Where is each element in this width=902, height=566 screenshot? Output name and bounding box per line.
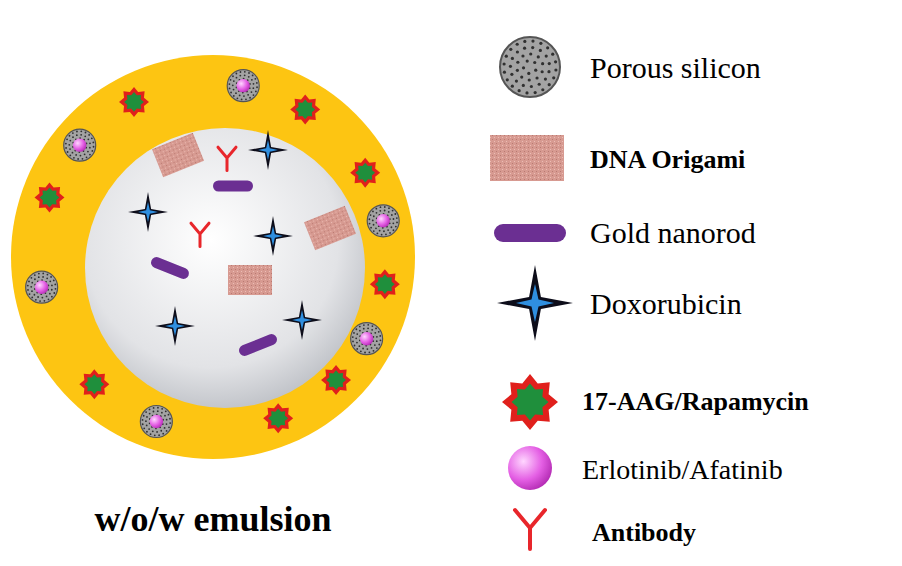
doxorubicin-star [248, 130, 288, 170]
17aag-star [321, 365, 351, 395]
doxorubicin-star [128, 192, 168, 232]
dna-origami [152, 133, 204, 177]
17aag-star [263, 403, 293, 433]
porous-silicon [500, 37, 560, 97]
17aag-star [119, 87, 149, 117]
legend-label: Porous silicon [590, 51, 761, 84]
legend-label: Doxorubicin [590, 287, 742, 320]
gold-nanorod [237, 332, 278, 357]
porous-silicon [64, 129, 96, 161]
porous-silicon [26, 271, 58, 303]
antibody-symbol [191, 223, 209, 246]
17aag-star [370, 269, 400, 299]
17aag-star [502, 374, 558, 430]
erlotinib-sphere [508, 446, 552, 490]
porous-silicon [351, 323, 383, 355]
doxorubicin-star [282, 300, 322, 340]
porous-silicon [227, 70, 259, 102]
doxorubicin-star [497, 265, 573, 341]
figure-caption: w/o/w emulsion [94, 500, 331, 540]
antibody-symbol [515, 510, 545, 549]
porous-silicon [140, 406, 172, 438]
doxorubicin-star [155, 306, 195, 346]
legend-label: Erlotinib/Afatinib [582, 455, 783, 486]
dna-origami [228, 265, 272, 295]
doxorubicin-star [253, 216, 293, 256]
porous-silicon [367, 205, 399, 237]
oil-shell [11, 55, 415, 459]
17aag-star [34, 182, 64, 212]
dna-origami [304, 206, 356, 250]
17aag-star [290, 94, 320, 124]
17aag-star [79, 369, 109, 399]
legend-label: Gold nanorod [590, 216, 756, 249]
gold-nanorod [494, 224, 566, 242]
17aag-star [350, 158, 380, 188]
legend-label: DNA Origami [590, 146, 745, 175]
legend-label: Antibody [592, 519, 696, 548]
dna-origami [490, 135, 564, 181]
antibody-symbol [218, 147, 236, 170]
legend-label: 17-AAG/Rapamycin [582, 388, 809, 417]
inner-water-core [85, 128, 365, 408]
gold-nanorod [149, 255, 190, 280]
gold-nanorod [213, 181, 253, 192]
